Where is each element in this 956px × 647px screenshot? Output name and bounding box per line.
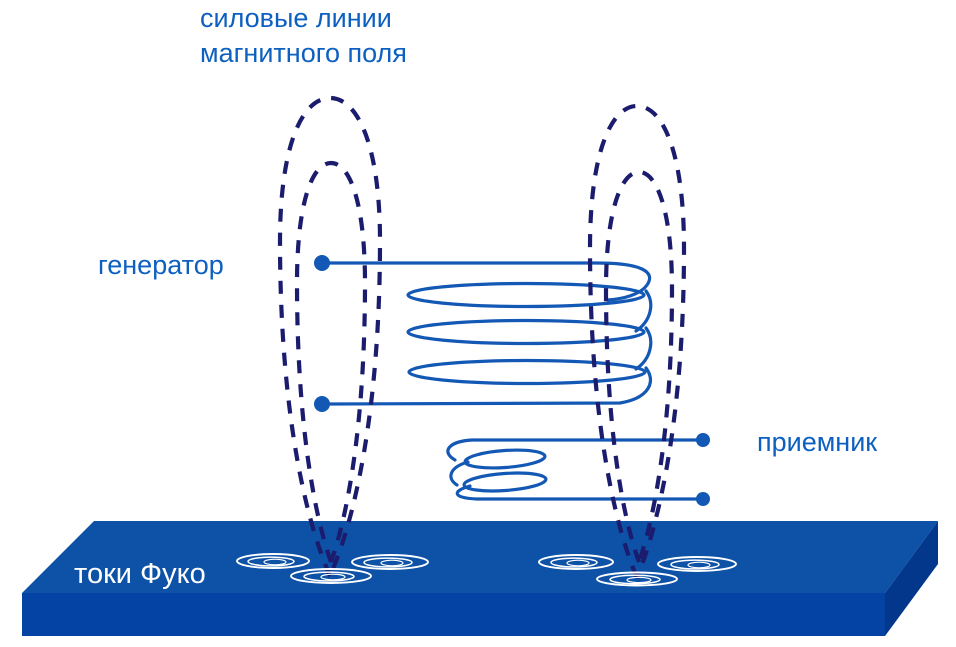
receiver-wire-top [446,438,699,462]
generator-coil-turn [406,318,646,346]
eddy-current-swirls [236,553,737,587]
receiver-coil [446,433,710,506]
generator-terminal-top [314,255,330,271]
generator-coil-turn [407,358,647,386]
field-line-left-outer [277,95,383,577]
metal-plate-front-face [22,593,885,636]
eddy-current-swirl [657,556,737,572]
generator-label: генератор [98,250,224,280]
receiver-label: приемник [757,427,878,457]
generator-coil-turn [406,281,646,309]
metal-plate [22,521,938,636]
generator-coil-connector [634,326,653,371]
eddy-current-swirl [236,553,310,569]
receiver-coil-turn [462,471,548,493]
eddy-current-swirl [538,554,614,570]
field-lines-label: силовые линии магнитного поля [200,1,407,71]
receiver-terminal-bottom [696,492,710,506]
receiver-coil-turn [463,448,547,470]
eddy-current-swirl [290,568,372,584]
receiver-terminal-top [696,433,710,447]
metal-plate-right-face [885,521,938,636]
receiver-wire-bottom [455,484,699,501]
field-line-left-inner [294,160,368,563]
generator-wire-top [328,261,652,302]
field-lines-label-line2: магнитного поля [200,38,407,68]
magnetic-field-lines [277,95,687,579]
generator-terminal-bottom [314,396,330,412]
metal-plate-top-face [22,521,938,593]
generator-wire-bottom [328,366,652,406]
field-line-right-outer [587,103,687,579]
field-line-right-inner [603,169,675,563]
generator-coil [314,255,653,412]
field-lines-label-line1: силовые линии [200,3,392,33]
eddy-current-swirl [596,571,678,587]
eddy-current-swirl [351,554,429,570]
eddy-currents-label: токи Фуко [74,558,206,590]
receiver-coil-connector [449,460,470,487]
